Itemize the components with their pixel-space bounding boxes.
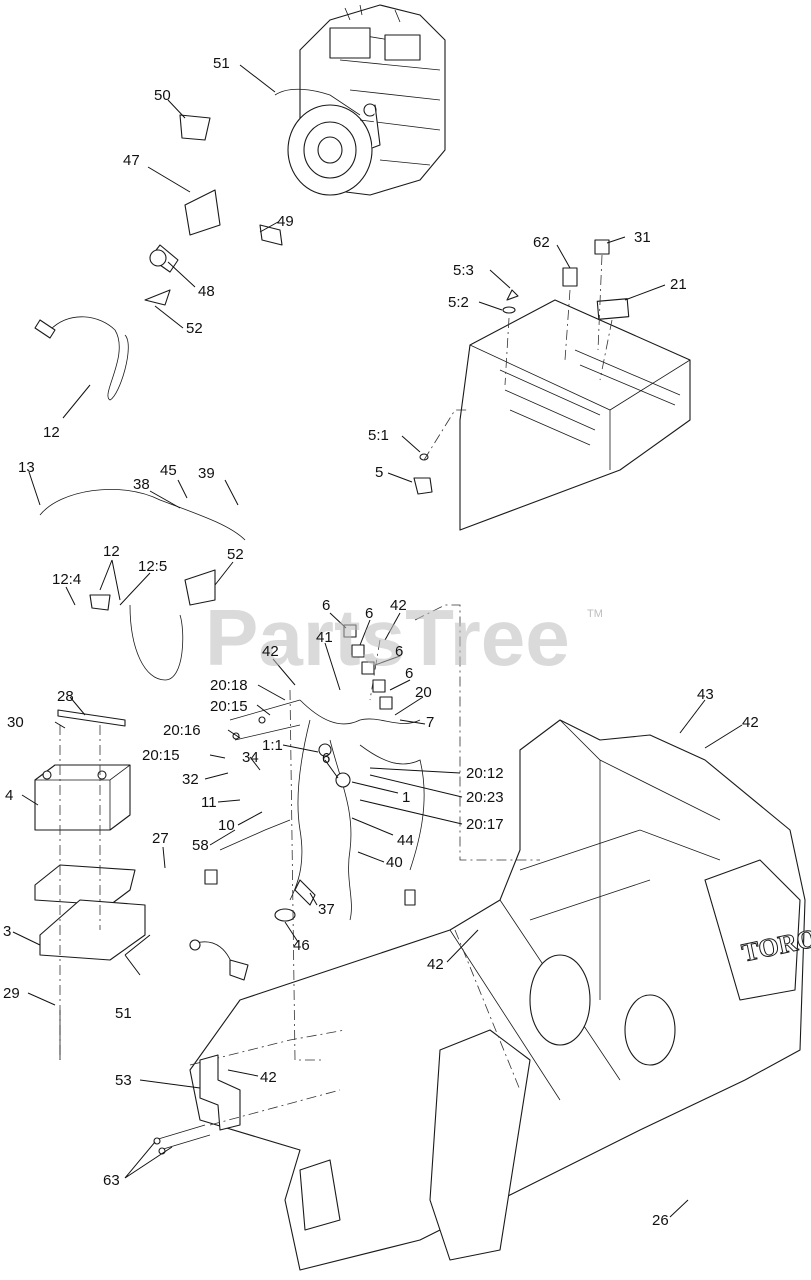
callout-label: 42 [427, 956, 444, 973]
callout-label: 20:12 [466, 765, 504, 782]
callout-label: 34 [242, 749, 259, 766]
callout-label: 20:16 [163, 722, 201, 739]
callout-label: 10 [218, 817, 235, 834]
callout-label: 5:1 [368, 427, 389, 444]
callout-label: 42 [262, 643, 279, 660]
callout-label: 31 [634, 229, 651, 246]
cables-drawing [34, 88, 361, 981]
callout-label: 1:1 [262, 737, 283, 754]
callout-label: 42 [390, 597, 407, 614]
callout-label: 45 [160, 462, 177, 479]
callout-label: 20:15 [142, 747, 180, 764]
callout-label: 51 [115, 1005, 132, 1022]
callout-label: 42 [742, 714, 759, 731]
callout-labels: 51 50 47 49 48 52 12 62 31 5:3 21 5:2 5:… [3, 55, 759, 1229]
callout-label: 63 [103, 1172, 120, 1189]
callout-label: 49 [277, 213, 294, 230]
callout-label: 5 [375, 464, 383, 481]
callout-label: 5:3 [453, 262, 474, 279]
callout-label: 20:17 [466, 816, 504, 833]
callout-label: 12:4 [52, 571, 81, 588]
callout-label: 44 [397, 832, 414, 849]
partstree-watermark: PartsTree [205, 593, 570, 682]
callout-label: 50 [154, 87, 171, 104]
control-panel-drawing [413, 239, 691, 531]
callout-label: 47 [123, 152, 140, 169]
callout-label: 5:2 [448, 294, 469, 311]
callout-label: 7 [426, 714, 434, 731]
callout-label: 52 [186, 320, 203, 337]
callout-label: 21 [670, 276, 687, 293]
callout-label: 39 [198, 465, 215, 482]
callout-label: 26 [652, 1212, 669, 1229]
callout-label: 11 [201, 794, 217, 811]
frame-drawing: TORO [189, 719, 811, 1271]
callout-label: 29 [3, 985, 20, 1002]
callout-label: 38 [133, 476, 150, 493]
callout-label: 6 [395, 643, 403, 660]
callout-label: 6 [405, 665, 413, 682]
callout-label: 52 [227, 546, 244, 563]
callout-label: 32 [182, 771, 199, 788]
wiring-harness-drawing [204, 604, 540, 1061]
callout-label: 1 [402, 789, 410, 806]
callout-label: 12 [103, 543, 120, 560]
callout-label: 58 [192, 837, 209, 854]
callout-label: 12:5 [138, 558, 167, 575]
callout-label: 20:18 [210, 677, 248, 694]
callout-label: 43 [697, 686, 714, 703]
callout-label: 27 [152, 830, 169, 847]
leader-lines [12, 64, 743, 1218]
callout-label: 40 [386, 854, 403, 871]
callout-label: 4 [5, 787, 13, 804]
callout-label: 20:15 [210, 698, 248, 715]
callout-label: 13 [18, 459, 35, 476]
callout-label: 53 [115, 1072, 132, 1089]
callout-label: 46 [293, 937, 310, 954]
callout-label: 6 [322, 750, 330, 767]
callout-label: 41 [316, 629, 333, 646]
engine-drawing [287, 4, 446, 196]
trademark-symbol: TM [587, 608, 603, 620]
callout-label: 37 [318, 901, 335, 918]
callout-label: 28 [57, 688, 74, 705]
bracket-drawing [153, 1054, 341, 1155]
callout-label: 20:23 [466, 789, 504, 806]
callout-label: 51 [213, 55, 230, 72]
callout-label: 6 [322, 597, 330, 614]
callout-label: 62 [533, 234, 550, 251]
callout-label: 48 [198, 283, 215, 300]
callout-label: 6 [365, 605, 373, 622]
callout-label: 12 [43, 424, 60, 441]
callout-label: 30 [7, 714, 24, 731]
callout-label: 3 [3, 923, 11, 940]
callout-label: 42 [260, 1069, 277, 1086]
callout-label: 20 [415, 684, 432, 701]
battery-drawing [34, 709, 146, 1060]
